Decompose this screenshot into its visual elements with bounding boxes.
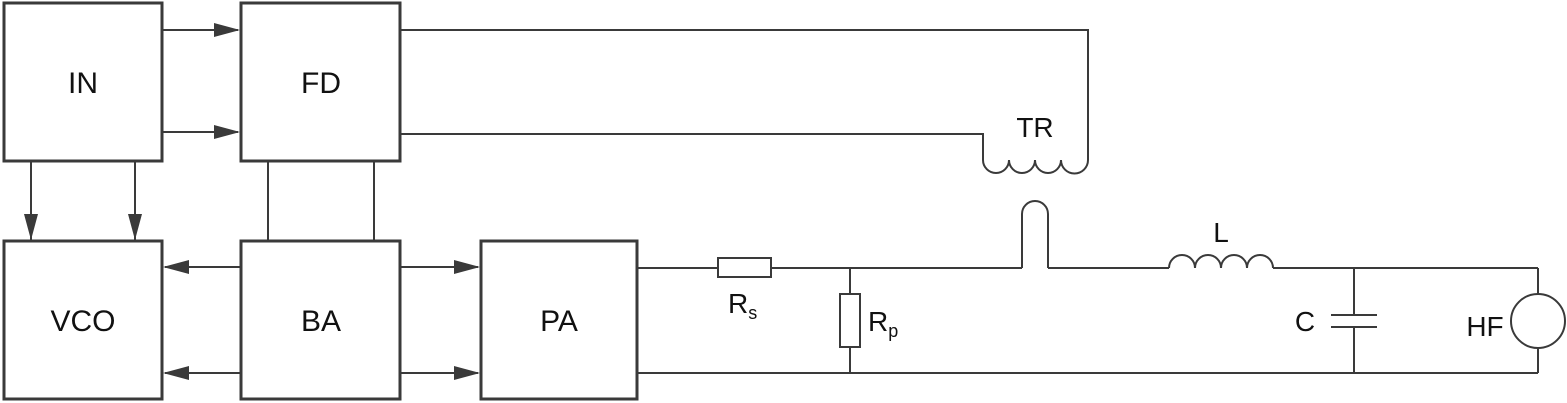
output-circuit <box>638 200 1566 374</box>
arrowhead <box>24 214 38 240</box>
block-ba-label: BA <box>301 305 341 338</box>
resistor-rp-label-main: R <box>868 306 888 337</box>
resistor-rs <box>717 257 772 278</box>
arrowhead <box>214 125 240 139</box>
resistor-rs-label: Rs <box>728 288 757 323</box>
block-fd-label: FD <box>301 67 341 100</box>
block-vco: VCO <box>2 239 164 401</box>
arrowhead <box>454 366 480 380</box>
arrowhead <box>214 23 240 37</box>
inductor-label: L <box>1213 217 1229 248</box>
block-connections <box>24 23 480 380</box>
fd-to-tr-wire-top <box>401 29 1089 160</box>
block-pa: PA <box>479 239 639 401</box>
resistor-rs-label-main: R <box>728 288 748 319</box>
transformer-label: TR <box>1016 112 1053 143</box>
block-vco-label: VCO <box>50 305 115 338</box>
block-ba: BA <box>239 239 402 401</box>
resistor-rp <box>839 293 861 348</box>
block-in-label: IN <box>68 67 98 100</box>
transformer-winding <box>982 159 1089 175</box>
transformer-primary-circuit <box>401 29 1089 175</box>
resistor-rp-label: Rp <box>868 306 898 341</box>
hf-source-label: HF <box>1466 311 1503 342</box>
hf-source-circle <box>1510 293 1566 349</box>
resistor-rp-label-sub: p <box>888 321 898 341</box>
fd-to-tr-wire-bottom <box>401 133 984 160</box>
block-fd: FD <box>239 1 402 163</box>
resistor-rs-label-sub: s <box>748 303 757 323</box>
arrowhead <box>163 260 189 274</box>
capacitor-label: C <box>1295 306 1315 337</box>
arrowhead <box>163 366 189 380</box>
inductor-l <box>1168 254 1274 269</box>
block-pa-label: PA <box>540 305 578 338</box>
arrowhead <box>128 214 142 240</box>
transformer-secondary-loop <box>1021 200 1049 268</box>
arrowhead <box>454 260 480 274</box>
block-in: IN <box>2 1 164 163</box>
